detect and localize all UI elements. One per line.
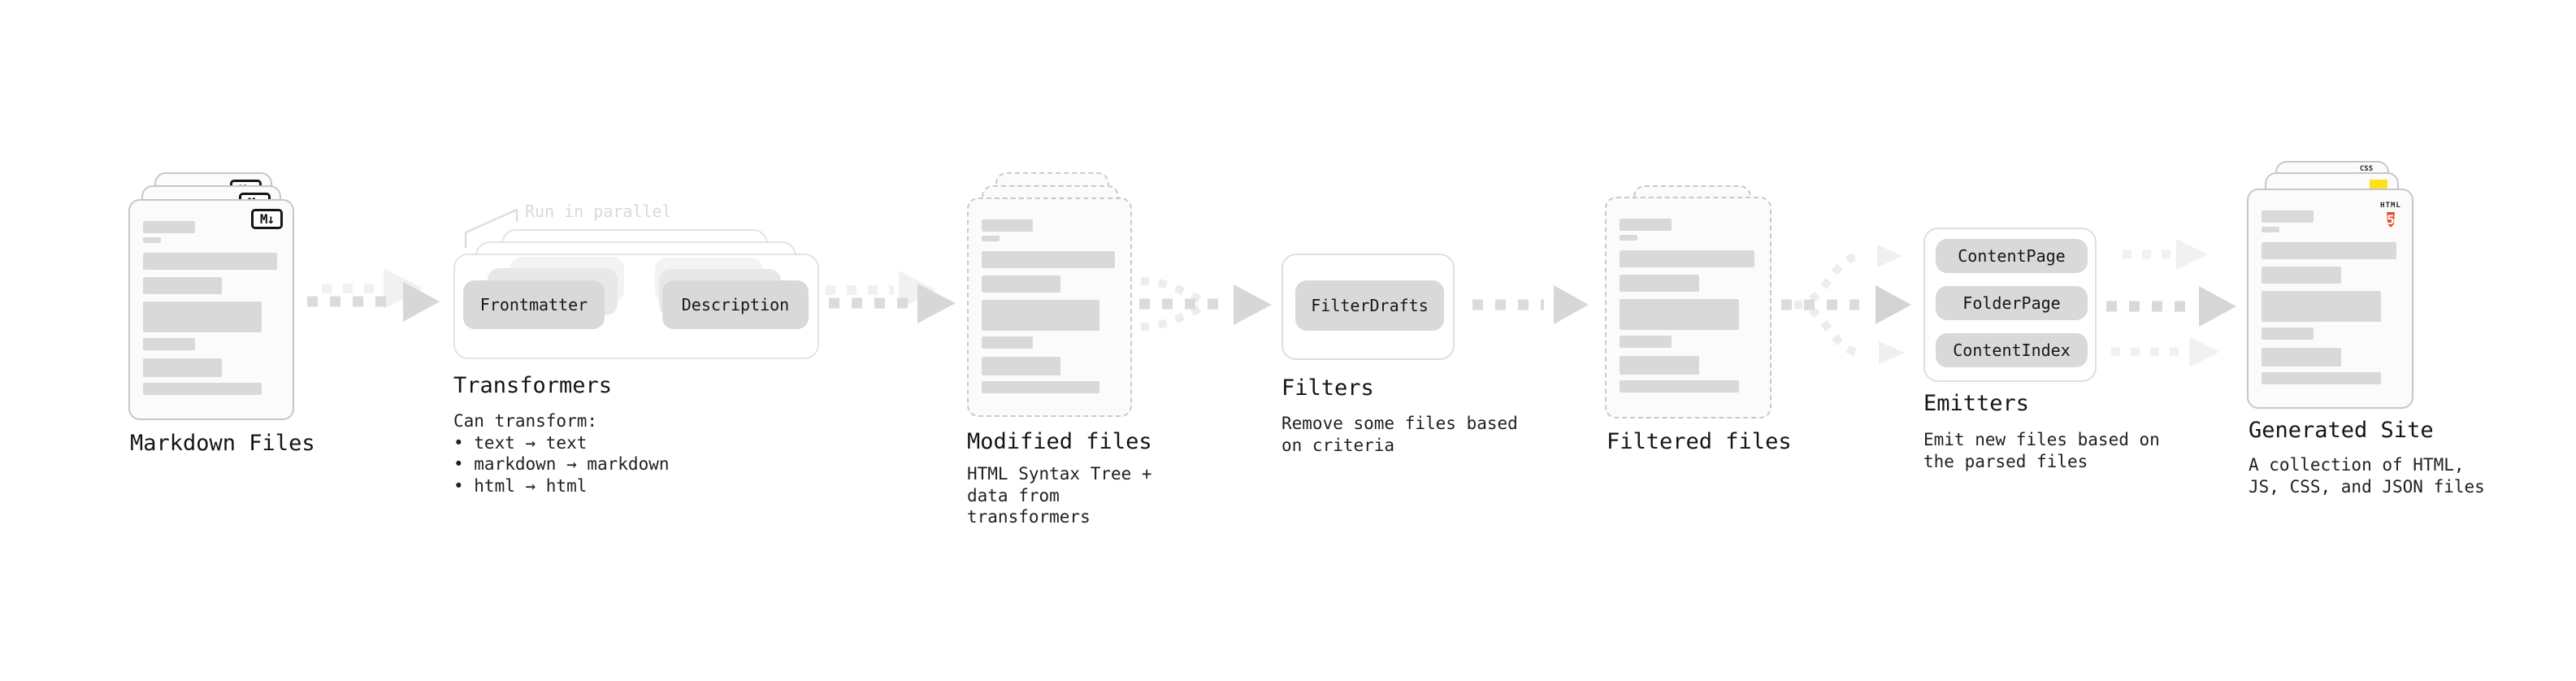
- skeleton-text-line: [1620, 380, 1740, 393]
- transformer-frame-front: Frontmatter Description: [453, 254, 819, 359]
- javascript-icon: [2370, 180, 2387, 190]
- run-in-parallel-note: Run in parallel: [525, 202, 672, 221]
- skeleton-text-line: [143, 221, 195, 233]
- stage-label-markdown-files: Markdown Files: [130, 431, 315, 456]
- skeleton-text-line: [2262, 210, 2314, 223]
- markdown-icon: M↓: [251, 209, 283, 229]
- skeleton-text-line: [2262, 242, 2396, 259]
- stage-filters: FilterDrafts Filters Remove some files b…: [1281, 254, 1525, 497]
- skeleton-text-line: [1620, 219, 1672, 231]
- markdown-file-front: M↓: [128, 199, 294, 420]
- skeleton-text-line: [143, 277, 223, 294]
- emitter-node-contentindex: ContentIndex: [1936, 333, 2088, 367]
- stage-label-filters: Filters: [1281, 375, 1374, 401]
- css3-icon: CSS: [2359, 165, 2374, 173]
- skeleton-text-line: [2262, 291, 2382, 322]
- filters-frame: FilterDrafts: [1281, 254, 1455, 360]
- skeleton-text-line: [1620, 336, 1672, 348]
- skeleton-text-line: [143, 338, 195, 350]
- transformer-node-description: Description: [662, 280, 809, 329]
- emitter-node-contentpage: ContentPage: [1936, 239, 2088, 273]
- skeleton-text-line: [2262, 227, 2279, 232]
- generated-file-html: HTML 5: [2247, 189, 2413, 409]
- skeleton-text-line: [982, 275, 1060, 293]
- stage-label-filtered-files: Filtered files: [1607, 429, 1792, 454]
- skeleton-text-line: [1620, 235, 1637, 241]
- transformer-node-frontmatter: Frontmatter: [463, 280, 605, 329]
- generated-site-description: A collection of HTML, JS, CSS, and JSON …: [2249, 455, 2485, 497]
- skeleton-text-line: [982, 219, 1034, 232]
- stage-label-generated-site: Generated Site: [2249, 418, 2434, 443]
- emitters-frame: ContentPage FolderPage ContentIndex: [1923, 228, 2097, 382]
- stage-label-modified-files: Modified files: [967, 429, 1152, 454]
- skeleton-text-line: [982, 381, 1100, 393]
- skeleton-text-line: [982, 251, 1115, 268]
- skeleton-text-line: [1620, 356, 1700, 375]
- stage-label-transformers: Transformers: [453, 373, 613, 398]
- arrow-transformers-to-modified: [826, 271, 956, 323]
- stage-emitters: ContentPage FolderPage ContentIndex Emit…: [1923, 228, 2184, 496]
- skeleton-text-line: [143, 301, 262, 332]
- skeleton-text-line: [2262, 372, 2382, 384]
- skeleton-text-line: [1620, 250, 1754, 267]
- skeleton-text-line: [2262, 267, 2342, 284]
- skeleton-text-line: [982, 300, 1100, 331]
- modified-files-description: HTML Syntax Tree + data from transformer…: [967, 464, 1152, 527]
- skeleton-text-line: [2262, 348, 2342, 367]
- skeleton-text-line: [1620, 275, 1700, 292]
- skeleton-text-line: [2262, 327, 2314, 340]
- skeleton-text-line: [143, 383, 262, 395]
- stage-transformers: Run in parallel Frontmatter Description …: [453, 199, 835, 540]
- emitters-description: Emit new files based on the parsed files: [1923, 430, 2160, 471]
- filtered-file-front: [1605, 197, 1772, 419]
- modified-file-front: [967, 197, 1132, 417]
- stage-markdown-files: M↓ M↓ M↓ Markdown Files: [128, 172, 340, 497]
- html5-icon: HTML 5: [2380, 202, 2401, 228]
- skeleton-text-line: [982, 357, 1060, 375]
- skeleton-text-line: [1620, 299, 1740, 330]
- skeleton-text-line: [982, 336, 1034, 349]
- filter-node-filterdrafts: FilterDrafts: [1295, 280, 1444, 331]
- skeleton-text-line: [143, 358, 223, 377]
- stage-label-emitters: Emitters: [1923, 391, 2030, 416]
- skeleton-text-line: [982, 236, 1000, 241]
- emitter-node-folderpage: FolderPage: [1936, 286, 2088, 320]
- skeleton-text-line: [143, 253, 277, 270]
- skeleton-text-line: [143, 237, 161, 243]
- stage-filtered-files: Filtered files: [1605, 185, 1816, 478]
- transformers-description: Can transform: • text → text • markdown …: [453, 411, 670, 496]
- filters-description: Remove some files based on criteria: [1281, 414, 1518, 455]
- stage-modified-files: Modified files HTML Syntax Tree + data f…: [967, 172, 1178, 530]
- stage-generated-site: CSS HTML 5 Generated Site A collection o…: [2247, 161, 2507, 518]
